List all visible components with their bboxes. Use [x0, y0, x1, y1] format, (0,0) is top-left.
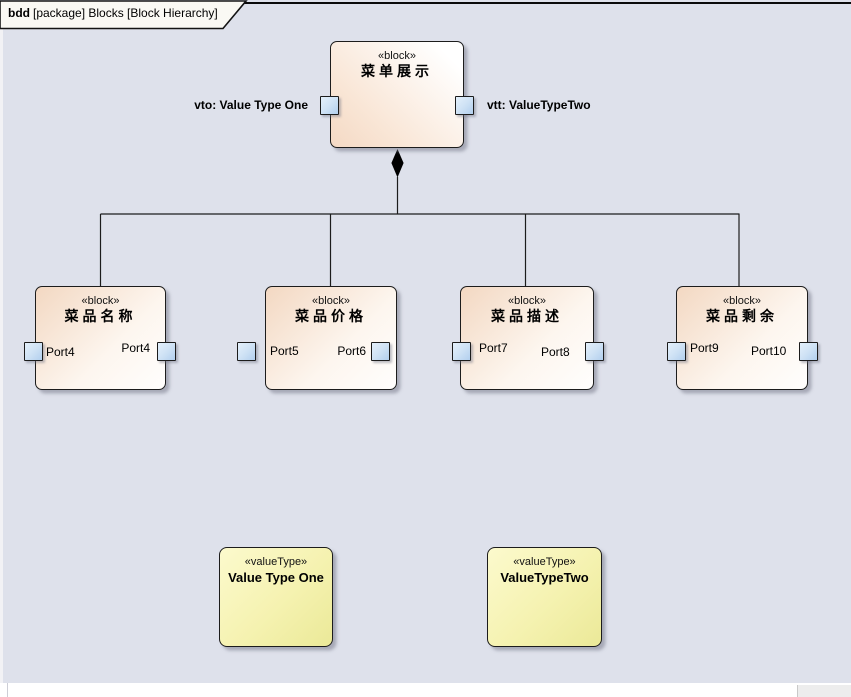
block-stereotype: «block» [378, 50, 416, 62]
port-left-3[interactable] [452, 342, 471, 361]
canvas-left-margin [0, 28, 3, 683]
diagram-canvas[interactable]: «block» 菜单展示 vto: Value Type One vtt: Va… [0, 0, 851, 683]
valuetype-stereotype: «valueType» [513, 556, 576, 568]
block-name: 菜品描述 [491, 308, 563, 324]
port-vtt[interactable] [455, 96, 474, 115]
diagram-frame-tab: bdd[package] Blocks [Block Hierarchy] [0, 0, 252, 30]
valuetype-name: ValueTypeTwo [500, 570, 589, 585]
block-dish-description[interactable]: «block» 菜品描述 [460, 286, 594, 390]
frame-top-border [0, 2, 851, 4]
block-name: 菜品名称 [64, 308, 137, 324]
frame-tab-shape [0, 0, 248, 30]
port-label: Port4 [46, 345, 75, 359]
valuetype-valuetypetwo[interactable]: «valueType» ValueTypeTwo [487, 547, 602, 647]
window-edge-line [7, 683, 8, 697]
port-label-vtt: vtt: ValueTypeTwo [487, 98, 591, 112]
port-label: Port7 [479, 341, 508, 355]
block-dish-remaining[interactable]: «block» 菜品剩余 [676, 286, 808, 390]
port-label: Port8 [541, 345, 570, 359]
block-stereotype: «block» [508, 295, 546, 307]
valuetype-stereotype: «valueType» [244, 556, 308, 568]
composition-diamond[interactable] [391, 149, 404, 178]
scrollbar-corner[interactable] [797, 685, 851, 697]
block-name: 菜品价格 [295, 308, 367, 324]
block-menu-display[interactable]: «block» 菜单展示 [330, 41, 464, 148]
valuetype-name: Value Type One [228, 570, 324, 585]
port-left-1[interactable] [24, 342, 43, 361]
port-label: Port10 [751, 344, 787, 358]
port-label-vto: vto: Value Type One [194, 98, 308, 112]
block-name: 菜单展示 [361, 63, 433, 79]
port-label: Port9 [690, 341, 719, 355]
block-dish-name[interactable]: «block» 菜品名称 [35, 286, 166, 390]
port-right-3[interactable] [585, 342, 604, 361]
composition-connector[interactable] [0, 0, 851, 683]
port-right-4[interactable] [799, 342, 818, 361]
valuetype-value-type-one[interactable]: «valueType» Value Type One [219, 547, 333, 647]
frame-tab-label: bdd[package] Blocks [Block Hierarchy] [8, 6, 218, 20]
port-label: Port6 [337, 344, 366, 358]
port-vto[interactable] [320, 96, 339, 115]
port-right-2[interactable] [371, 342, 390, 361]
block-stereotype: «block» [723, 295, 761, 307]
block-stereotype: «block» [81, 295, 120, 307]
block-name: 菜品剩余 [706, 308, 778, 324]
port-label: Port5 [270, 344, 299, 358]
port-left-4[interactable] [667, 342, 686, 361]
block-dish-price[interactable]: «block» 菜品价格 [265, 286, 397, 390]
block-stereotype: «block» [312, 295, 350, 307]
port-right-1[interactable] [157, 342, 176, 361]
frame-title: [package] Blocks [Block Hierarchy] [33, 6, 218, 20]
frame-kind-keyword: bdd [8, 6, 30, 20]
port-label: Port4 [121, 341, 150, 355]
port-left-2[interactable] [237, 342, 256, 361]
